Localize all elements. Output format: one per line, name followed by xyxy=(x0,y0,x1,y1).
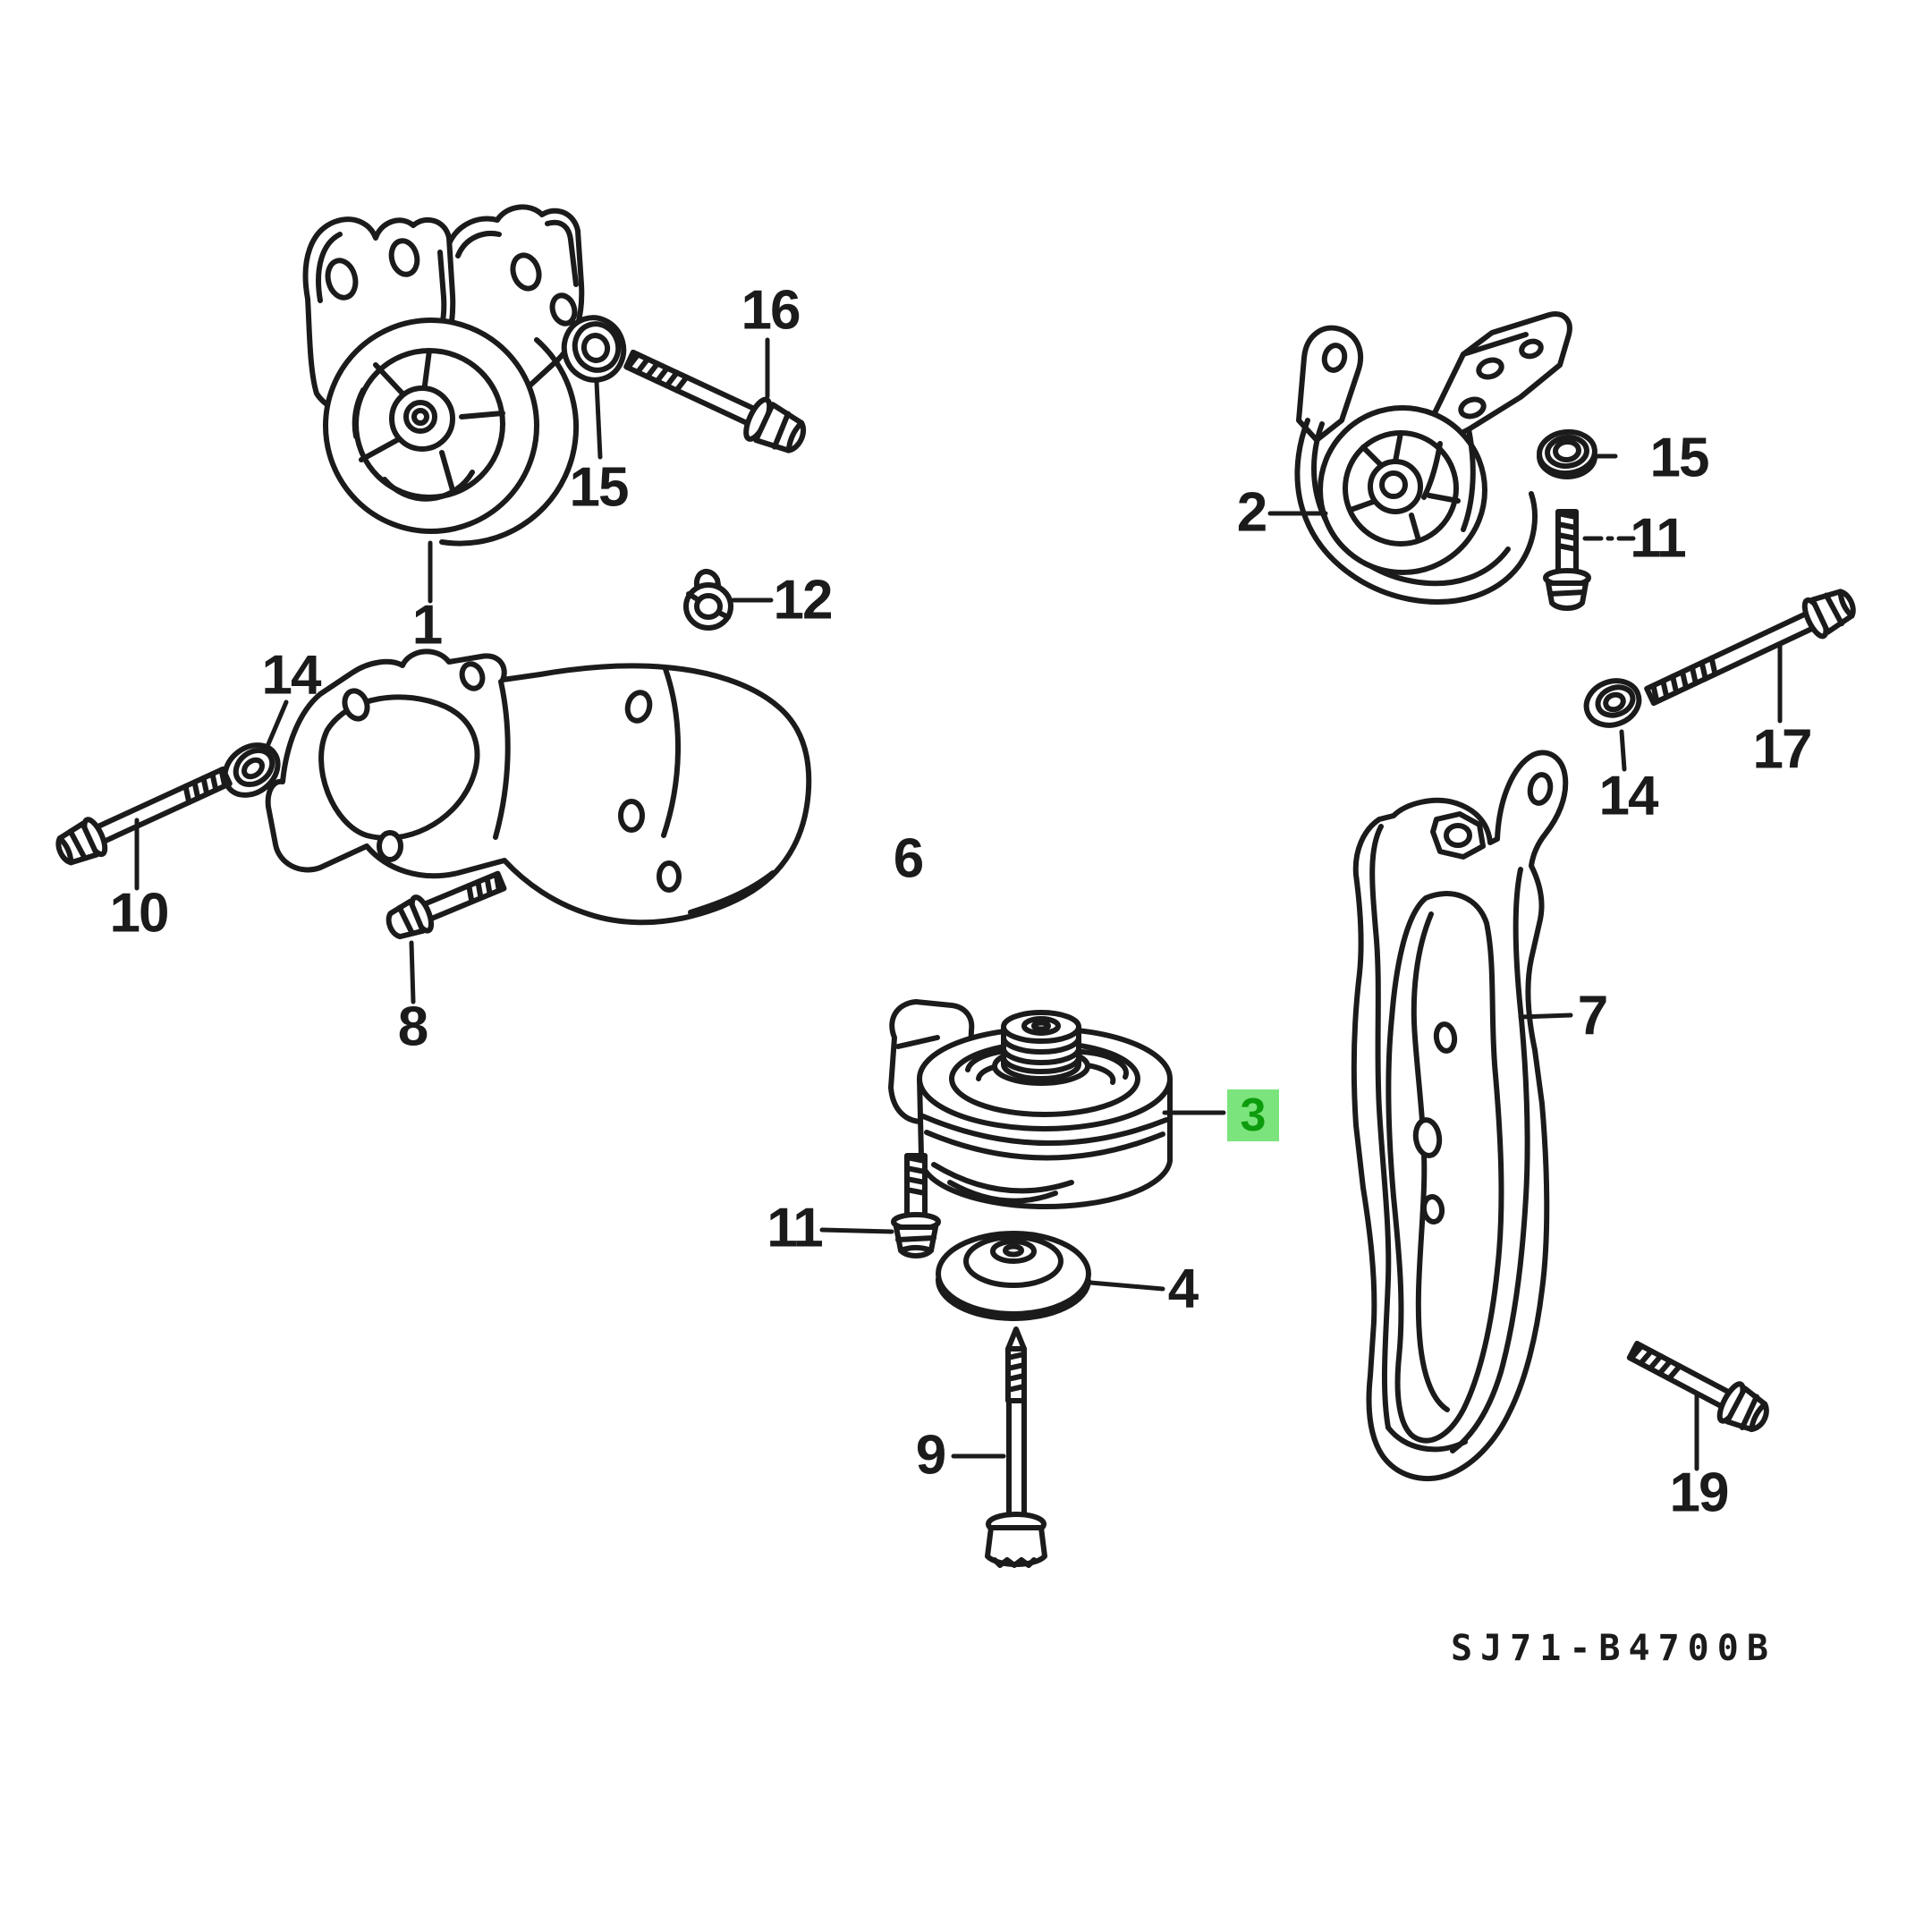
callout-1: 1 xyxy=(411,594,444,657)
rubber-mount-3-drawing xyxy=(888,999,1173,1210)
callout-16: 16 xyxy=(741,279,801,342)
callout-2: 2 xyxy=(1236,481,1268,544)
callout-8: 8 xyxy=(397,996,429,1058)
diagram-code: SJ71-B4700B xyxy=(1451,1628,1776,1669)
callout-6: 6 xyxy=(893,827,925,890)
washer-14-right xyxy=(1583,678,1642,728)
leader-lines xyxy=(134,337,1783,1471)
washer-15-left xyxy=(561,315,627,383)
highlight-badge: 3 xyxy=(1227,1089,1279,1141)
engine-mount-2-drawing xyxy=(1294,311,1572,605)
bolt-9 xyxy=(985,1326,1047,1568)
callout-4: 4 xyxy=(1167,1258,1199,1320)
mount-bracket-6 xyxy=(265,648,812,926)
bolt-17 xyxy=(1644,589,1856,707)
grommet-4-drawing xyxy=(935,1231,1091,1322)
bolt-16 xyxy=(623,349,807,453)
callout-9: 9 xyxy=(915,1424,947,1487)
callout-11-right: 11 xyxy=(1630,507,1687,570)
callout-14-right: 14 xyxy=(1598,765,1659,827)
bolt-8 xyxy=(386,870,507,940)
washer-15-right xyxy=(1537,428,1597,479)
engine-mount-1-drawing xyxy=(302,204,585,547)
washer-14-left xyxy=(222,742,281,798)
callout-11-bottom: 11 xyxy=(767,1197,824,1259)
callout-15-left: 15 xyxy=(569,456,630,519)
callout-7: 7 xyxy=(1577,985,1609,1047)
bolt-11-right xyxy=(1543,509,1591,611)
bolt-19 xyxy=(1626,1341,1769,1433)
callout-15-right: 15 xyxy=(1649,427,1710,489)
bolt-11-bottom xyxy=(891,1153,941,1258)
bolt-10 xyxy=(55,766,233,866)
callout-14-left: 14 xyxy=(261,644,322,707)
nut-12 xyxy=(683,569,733,631)
callout-19: 19 xyxy=(1669,1462,1730,1524)
callout-17: 17 xyxy=(1752,718,1813,781)
callout-10: 10 xyxy=(109,882,170,945)
side-bracket-7 xyxy=(1351,750,1569,1481)
callout-12: 12 xyxy=(773,569,834,631)
